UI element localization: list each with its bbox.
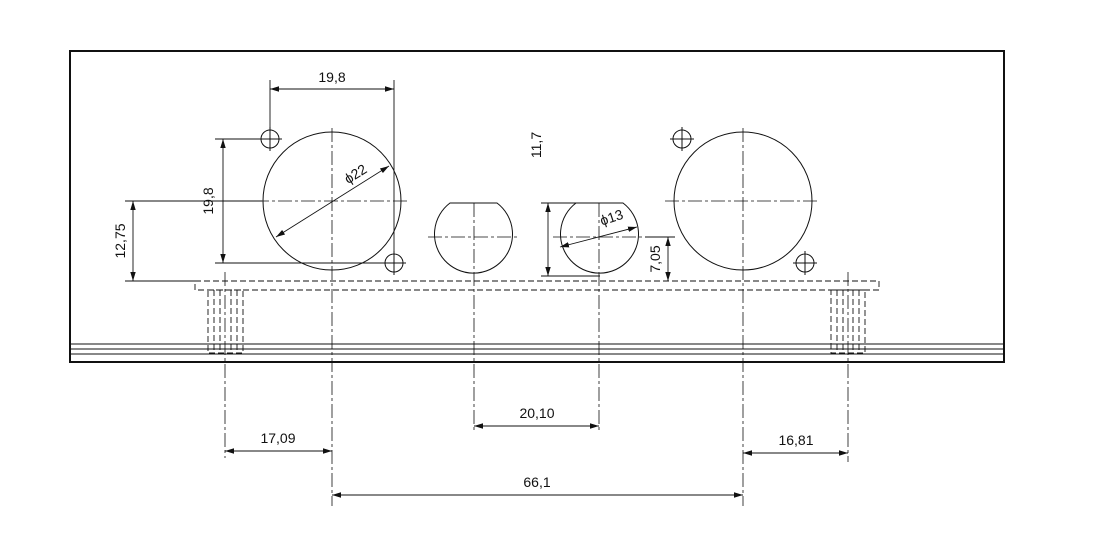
dim-value: 16,81 xyxy=(778,432,813,448)
small-connector-right xyxy=(553,202,645,433)
dim-value: 20,10 xyxy=(519,405,554,421)
small-connector-left-cutout xyxy=(434,202,513,274)
dim-left-post-offset: 17,09 xyxy=(225,430,332,454)
panel-outline xyxy=(69,50,1005,363)
dimension-line xyxy=(559,226,638,248)
dim-value: 66,1 xyxy=(523,474,550,490)
pcb-hidden-outline xyxy=(194,280,880,291)
dimension-line xyxy=(275,165,390,238)
dim-small-height: 11,7 xyxy=(528,132,600,277)
dim-right-post-offset: 16,81 xyxy=(743,432,848,456)
dim-value: ϕ22 xyxy=(341,161,370,187)
pcb-strip xyxy=(194,280,880,291)
standoff-left xyxy=(207,289,244,354)
dim-value: 19,8 xyxy=(318,69,345,85)
small-connector-left xyxy=(428,202,520,433)
dim-small-spacing: 20,10 xyxy=(474,405,599,429)
dim-small-diameter: ϕ13 xyxy=(559,206,638,248)
dim-value: 17,09 xyxy=(260,430,295,446)
dim-large-spacing: 66,1 xyxy=(332,474,743,498)
dim-value: ϕ13 xyxy=(598,206,625,229)
dim-value: 12,75 xyxy=(112,223,128,258)
dim-value: 11,7 xyxy=(528,132,544,158)
standoff-left-outline xyxy=(207,289,244,354)
dim-large-diameter: ϕ22 xyxy=(275,161,390,238)
large-connector-right xyxy=(665,127,820,506)
large-connector-left xyxy=(255,127,410,506)
dim-large-center-height: 12,75 xyxy=(112,200,262,282)
dim-small-center-height: 7,05 xyxy=(645,236,675,281)
dim-value: 7,05 xyxy=(647,245,663,272)
dim-hole-spacing-x: 19,8 xyxy=(269,69,395,252)
